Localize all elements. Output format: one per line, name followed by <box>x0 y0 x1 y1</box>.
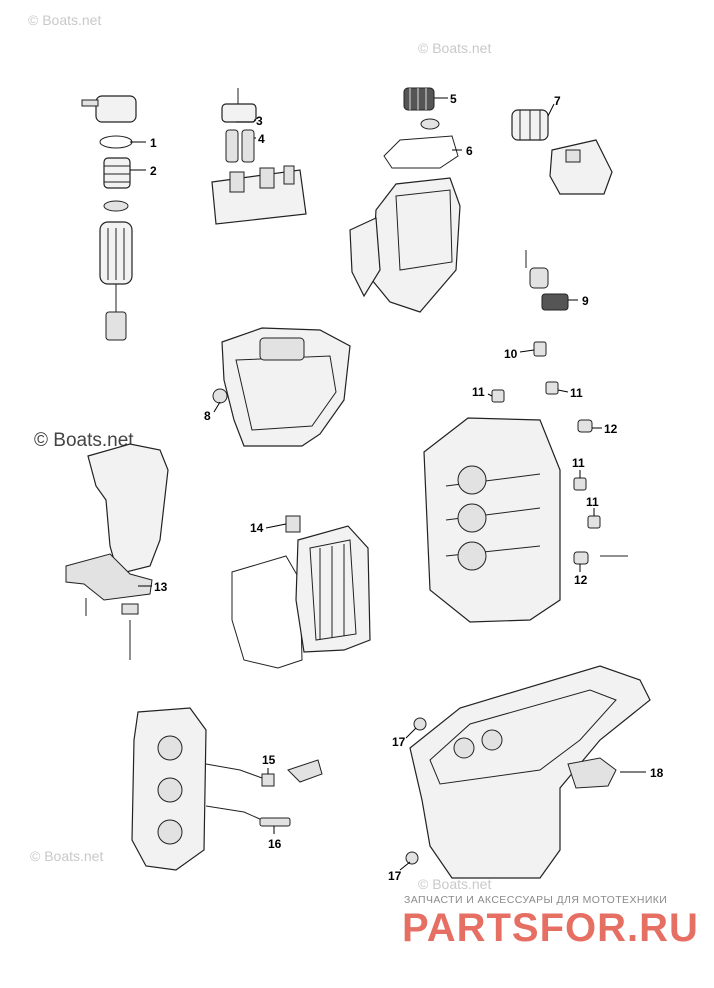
cylinder-head-assembly <box>131 707 323 871</box>
callout-4: 4 <box>258 132 265 146</box>
brand-logo-text: PARTSFOR.RU <box>402 906 699 950</box>
callout-numbers: 1 2 3 4 5 6 7 8 9 10 11 11 11 11 12 12 1… <box>150 92 664 883</box>
callout-14: 14 <box>250 521 264 535</box>
brand-subtitle: ЗАПЧАСТИ И АКСЕССУАРЫ ДЛЯ МОТОТЕХНИКИ <box>404 894 668 906</box>
watermark: © Boats.net <box>30 848 104 864</box>
gearcase-assembly <box>405 665 651 879</box>
callout-9: 9 <box>582 294 589 308</box>
cover-gasket-assembly <box>231 515 371 669</box>
callout-12: 12 <box>604 422 618 436</box>
leader-lines <box>130 97 646 871</box>
callout-11: 11 <box>586 495 599 509</box>
throttle-body-assembly <box>349 87 461 313</box>
callout-12: 12 <box>574 573 588 587</box>
watermark: © Boats.net <box>34 430 134 451</box>
exhaust-bracket-assembly <box>65 443 169 660</box>
callout-10: 10 <box>504 347 518 361</box>
cylinder-block-assembly <box>423 250 628 623</box>
fuel-filter-assembly <box>81 95 137 341</box>
callout-5: 5 <box>450 92 457 106</box>
callout-11: 11 <box>572 456 585 470</box>
callout-8: 8 <box>204 409 211 423</box>
callout-11: 11 <box>472 385 485 399</box>
watermark: © Boats.net <box>418 40 492 56</box>
callout-18: 18 <box>650 766 664 780</box>
watermark: © Boats.net <box>28 12 102 28</box>
callout-2: 2 <box>150 164 157 178</box>
callout-7: 7 <box>554 94 561 108</box>
callout-17: 17 <box>388 869 402 883</box>
callout-16: 16 <box>268 837 282 851</box>
watermark: © Boats.net <box>418 876 492 892</box>
callout-17: 17 <box>392 735 406 749</box>
callout-1: 1 <box>150 136 157 150</box>
oil-filter-assembly <box>511 109 613 195</box>
fuel-rail-assembly <box>211 88 307 225</box>
oil-pan-assembly <box>212 327 351 447</box>
callout-11: 11 <box>570 386 583 400</box>
callout-6: 6 <box>466 144 473 158</box>
callout-15: 15 <box>262 753 276 767</box>
callout-3: 3 <box>256 114 263 128</box>
callout-13: 13 <box>154 580 168 594</box>
